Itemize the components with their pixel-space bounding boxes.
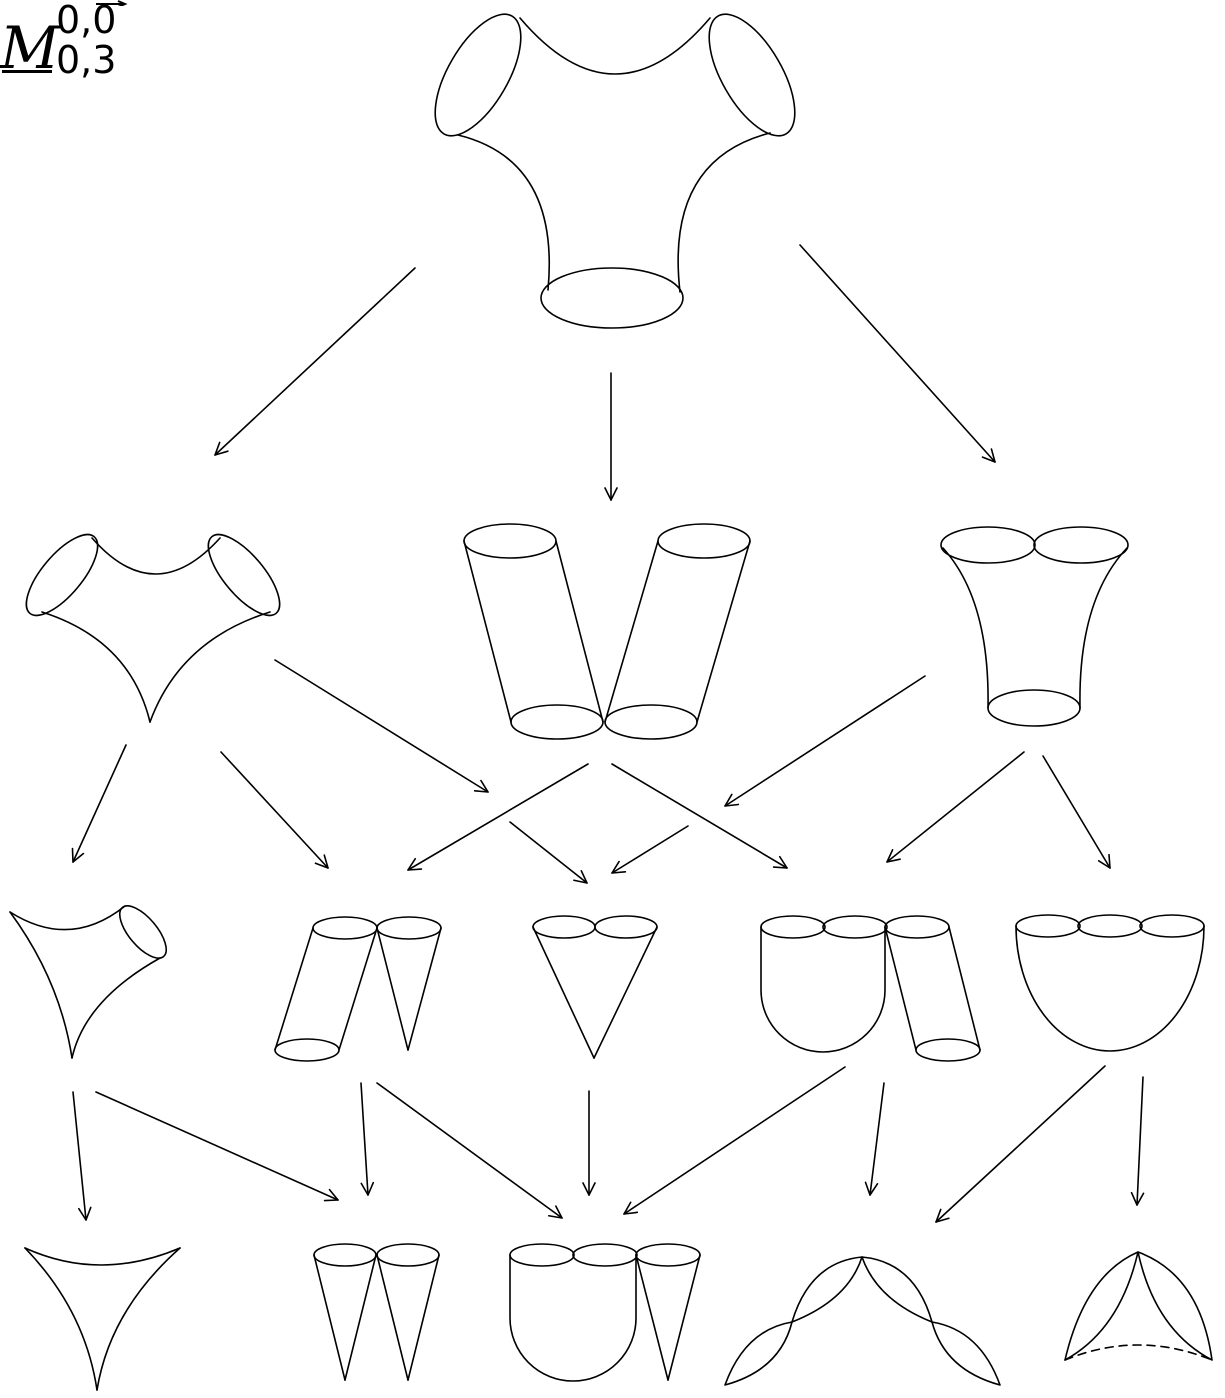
surface-half-disk-and-cone	[510, 1244, 700, 1381]
surface-cylinder-and-cone	[275, 917, 441, 1061]
surface-pair-of-pants	[418, 1, 812, 328]
surface-ideal-triangle	[25, 1248, 180, 1390]
arrows-row2	[73, 660, 1110, 883]
surface-two-touching-cylinders	[464, 524, 750, 739]
surface-joined-cone	[533, 916, 657, 1058]
surface-pants-two-cusps	[10, 898, 174, 1058]
surface-pants-joined-boundaries	[941, 527, 1128, 726]
surface-pants-one-cusp	[15, 524, 292, 722]
surface-three-lens-triangle	[1065, 1252, 1212, 1360]
arrows-row3	[73, 1066, 1143, 1222]
surface-half-disk-three-boundaries	[1016, 915, 1204, 1051]
surface-two-touching-spindles	[725, 1257, 1000, 1385]
surface-two-cones	[314, 1244, 439, 1380]
arrows-row1	[215, 245, 995, 500]
surface-half-disk-and-cylinder	[761, 916, 980, 1061]
